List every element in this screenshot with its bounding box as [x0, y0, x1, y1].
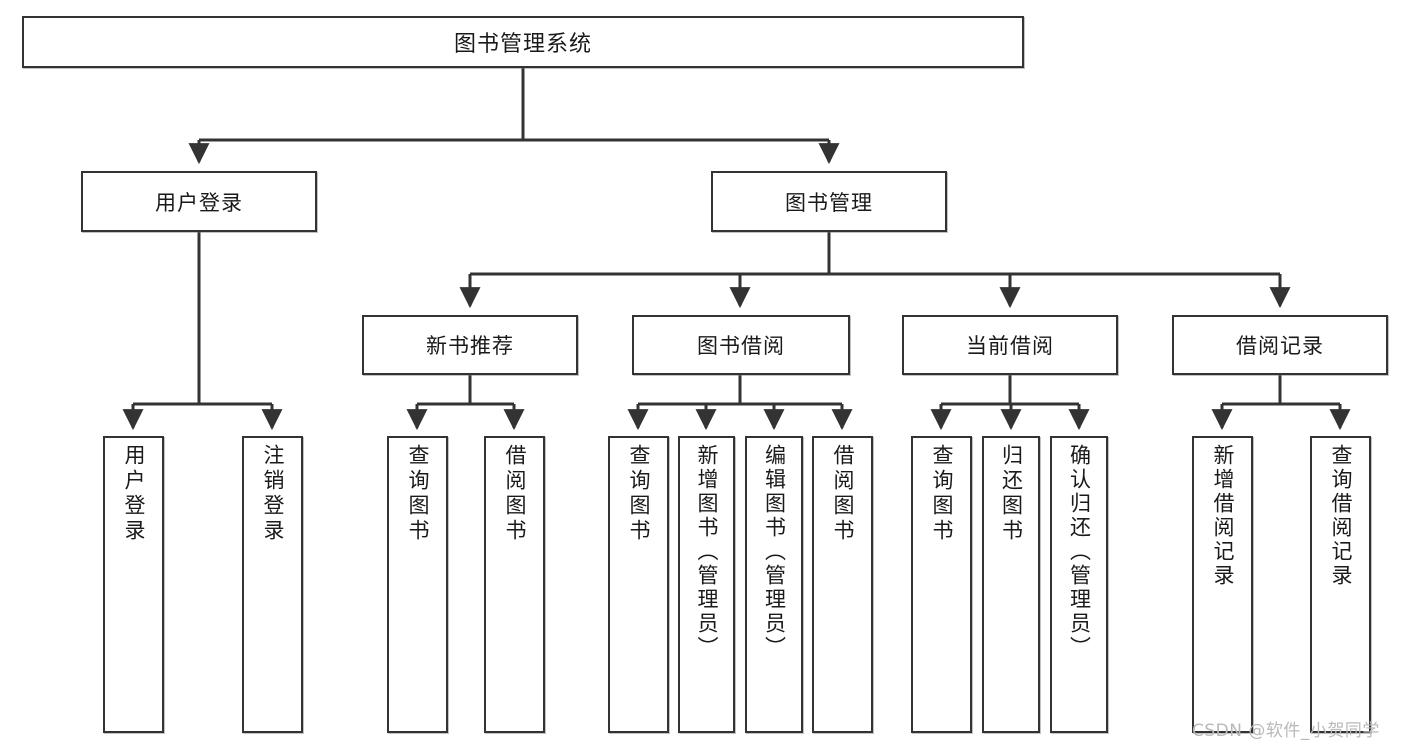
node-label: 注销登录 — [261, 444, 285, 544]
node-leaf-query-book-1[interactable]: 查询图书 — [387, 436, 448, 733]
node-leaf-user-login[interactable]: 用户登录 — [103, 436, 164, 733]
node-label: 新书推荐 — [426, 334, 514, 358]
node-leaf-add-book-admin[interactable]: 新增图书（管理员） — [678, 436, 735, 733]
node-leaf-query-book-3[interactable]: 查询图书 — [911, 436, 972, 733]
node-leaf-return-book[interactable]: 归还图书 — [982, 436, 1040, 733]
node-label: 编辑图书（管理员） — [762, 444, 787, 660]
node-label: 图书管理 — [785, 190, 873, 215]
node-leaf-borrow-book-2[interactable]: 借阅图书 — [812, 436, 873, 733]
node-label: 查询图书 — [627, 444, 651, 544]
node-book-borrow[interactable]: 图书借阅 — [632, 315, 850, 375]
node-leaf-edit-book-admin[interactable]: 编辑图书（管理员） — [745, 436, 803, 733]
node-label: 新增借阅记录 — [1211, 444, 1235, 588]
node-borrow-record[interactable]: 借阅记录 — [1172, 315, 1388, 375]
node-label: 图书借阅 — [697, 334, 785, 358]
node-label: 当前借阅 — [966, 334, 1054, 358]
node-user-login[interactable]: 用户登录 — [81, 171, 317, 232]
node-label: 查询借阅记录 — [1329, 444, 1353, 588]
node-new-book-recommend[interactable]: 新书推荐 — [362, 315, 578, 375]
node-leaf-logout[interactable]: 注销登录 — [242, 436, 303, 733]
node-label: 借阅记录 — [1236, 334, 1324, 358]
node-label: 归还图书 — [999, 444, 1024, 544]
node-leaf-query-book-2[interactable]: 查询图书 — [608, 436, 669, 733]
node-book-manage[interactable]: 图书管理 — [711, 171, 947, 232]
node-label: 查询图书 — [406, 444, 430, 544]
node-label: 图书管理系统 — [453, 32, 592, 57]
node-label: 用户登录 — [155, 190, 243, 215]
node-leaf-confirm-return-admin[interactable]: 确认归还（管理员） — [1050, 436, 1108, 733]
node-leaf-add-borrow-record[interactable]: 新增借阅记录 — [1192, 436, 1253, 733]
node-leaf-query-borrow-record[interactable]: 查询借阅记录 — [1310, 436, 1371, 733]
node-label: 查询图书 — [930, 444, 954, 544]
node-leaf-borrow-book-1[interactable]: 借阅图书 — [484, 436, 545, 733]
node-label: 用户登录 — [122, 444, 146, 544]
node-label: 借阅图书 — [503, 444, 527, 544]
node-label: 新增图书（管理员） — [695, 444, 719, 660]
csdn-watermark: CSDN @软件_小贺同学 — [1192, 721, 1380, 741]
node-label: 确认归还（管理员） — [1067, 444, 1092, 660]
node-root[interactable]: 图书管理系统 — [22, 16, 1024, 68]
node-label: 借阅图书 — [831, 444, 855, 544]
node-current-borrow[interactable]: 当前借阅 — [902, 315, 1118, 375]
